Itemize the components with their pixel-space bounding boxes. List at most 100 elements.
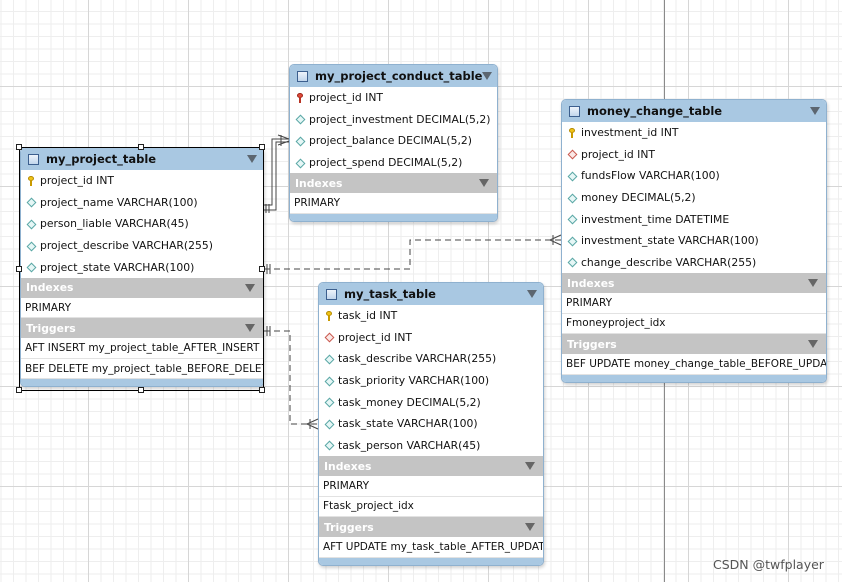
- table-footer: [562, 374, 826, 382]
- table-header[interactable]: my_project_conduct_table: [290, 65, 497, 87]
- column-icon: [323, 439, 335, 451]
- trigger-row[interactable]: BEF DELETE my_project_table_BEFORE_DELET…: [21, 359, 263, 380]
- table-header[interactable]: my_task_table: [319, 283, 543, 305]
- column-row[interactable]: task_person VARCHAR(45): [319, 435, 543, 457]
- column-row[interactable]: project_state VARCHAR(100): [21, 256, 263, 278]
- collapse-arrow-icon[interactable]: [808, 279, 818, 288]
- table-my-project-conduct-table[interactable]: my_project_conduct_table project_id INT pr…: [289, 64, 498, 222]
- trigger-row[interactable]: BEF UPDATE money_change_table_BEFORE_UPD…: [562, 354, 826, 375]
- selection-handle[interactable]: [259, 266, 265, 272]
- column-row[interactable]: project_name VARCHAR(100): [21, 192, 263, 214]
- column-row[interactable]: project_spend DECIMAL(5,2): [290, 152, 497, 174]
- column-row[interactable]: project_id INT: [21, 170, 263, 192]
- column-label: investment_id INT: [581, 126, 679, 140]
- collapse-arrow-icon[interactable]: [479, 179, 489, 188]
- column-label: task_money DECIMAL(5,2): [338, 395, 481, 409]
- collapse-arrow-icon[interactable]: [245, 283, 255, 292]
- column-icon: [294, 157, 306, 169]
- table-money-change-table[interactable]: money_change_table investment_id INT proje…: [561, 99, 827, 383]
- column-label: project_id INT: [309, 91, 384, 105]
- selection-handle[interactable]: [16, 387, 22, 393]
- indexes-section-header[interactable]: Indexes: [21, 277, 263, 298]
- triggers-section-header[interactable]: Triggers: [21, 318, 263, 339]
- index-row[interactable]: PRIMARY: [319, 476, 543, 497]
- collapse-arrow-icon[interactable]: [810, 107, 820, 115]
- column-row[interactable]: money DECIMAL(5,2): [562, 187, 826, 209]
- relationship-project-conduct[interactable]: [264, 134, 290, 213]
- column-row[interactable]: task_describe VARCHAR(255): [319, 348, 543, 370]
- column-row[interactable]: project_id INT: [290, 87, 497, 109]
- table-title: my_project_table: [46, 152, 157, 166]
- column-row[interactable]: project_describe VARCHAR(255): [21, 235, 263, 257]
- table-header[interactable]: money_change_table: [562, 100, 826, 122]
- collapse-arrow-icon[interactable]: [245, 324, 255, 333]
- table-icon: [326, 288, 337, 300]
- foreign-primary-key-icon: [294, 92, 306, 104]
- table-my-project-table[interactable]: my_project_table project_id INT project_na…: [20, 147, 264, 388]
- table-footer: [290, 213, 497, 221]
- relationship-project-task[interactable]: [264, 330, 318, 425]
- collapse-arrow-icon[interactable]: [525, 462, 535, 471]
- column-row[interactable]: task_money DECIMAL(5,2): [319, 391, 543, 413]
- column-row[interactable]: investment_state VARCHAR(100): [562, 230, 826, 252]
- selection-handle[interactable]: [138, 144, 144, 150]
- column-label: fundsFlow VARCHAR(100): [581, 169, 720, 183]
- column-row[interactable]: fundsFlow VARCHAR(100): [562, 165, 826, 187]
- column-icon: [566, 192, 578, 204]
- selection-handle[interactable]: [259, 387, 265, 393]
- selection-handle[interactable]: [138, 387, 144, 393]
- triggers-section-header[interactable]: Triggers: [319, 517, 543, 538]
- column-icon: [323, 396, 335, 408]
- relationship-project-money[interactable]: [264, 239, 561, 270]
- column-label: task_describe VARCHAR(255): [338, 352, 497, 366]
- selection-handle[interactable]: [16, 144, 22, 150]
- selection-handle[interactable]: [16, 266, 22, 272]
- indexes-section-header[interactable]: Indexes: [319, 456, 543, 477]
- indexes-section-header[interactable]: Indexes: [562, 273, 826, 294]
- column-label: investment_time DATETIME: [581, 212, 730, 226]
- collapse-arrow-icon[interactable]: [482, 72, 493, 80]
- column-icon: [566, 170, 578, 182]
- key-icon: [25, 175, 37, 187]
- section-label: Triggers: [567, 337, 617, 351]
- column-row[interactable]: investment_time DATETIME: [562, 208, 826, 230]
- column-label: project_id INT: [40, 174, 115, 188]
- column-label: project_investment DECIMAL(5,2): [309, 112, 491, 126]
- column-row[interactable]: investment_id INT: [562, 122, 826, 144]
- trigger-row[interactable]: AFT INSERT my_project_table_AFTER_INSERT: [21, 338, 263, 359]
- triggers-section-header[interactable]: Triggers: [562, 334, 826, 355]
- column-row[interactable]: task_state VARCHAR(100): [319, 413, 543, 435]
- collapse-arrow-icon[interactable]: [525, 523, 535, 532]
- collapse-arrow-icon[interactable]: [808, 340, 818, 349]
- column-row[interactable]: person_liable VARCHAR(45): [21, 213, 263, 235]
- column-label: project_state VARCHAR(100): [40, 260, 195, 274]
- column-row[interactable]: change_describe VARCHAR(255): [562, 252, 826, 274]
- column-row[interactable]: project_id INT: [562, 144, 826, 166]
- index-row[interactable]: PRIMARY: [562, 293, 826, 314]
- column-label: task_priority VARCHAR(100): [338, 374, 490, 388]
- trigger-row[interactable]: AFT UPDATE my_task_table_AFTER_UPDATE: [319, 537, 543, 558]
- column-row[interactable]: project_id INT: [319, 327, 543, 349]
- column-row[interactable]: task_priority VARCHAR(100): [319, 370, 543, 392]
- index-row[interactable]: Fmoneyproject_idx: [562, 314, 826, 335]
- table-header[interactable]: my_project_table: [21, 148, 263, 170]
- column-row[interactable]: task_id INT: [319, 305, 543, 327]
- table-icon: [569, 105, 580, 117]
- column-label: project_balance DECIMAL(5,2): [309, 134, 472, 148]
- selection-handle[interactable]: [259, 144, 265, 150]
- column-icon: [566, 213, 578, 225]
- collapse-arrow-icon[interactable]: [527, 290, 537, 298]
- section-label: Indexes: [295, 176, 343, 190]
- index-row[interactable]: PRIMARY: [290, 193, 497, 214]
- column-row[interactable]: project_investment DECIMAL(5,2): [290, 109, 497, 131]
- table-title: my_project_conduct_table: [315, 69, 483, 83]
- column-label: investment_state VARCHAR(100): [581, 234, 759, 248]
- column-icon: [323, 375, 335, 387]
- column-row[interactable]: project_balance DECIMAL(5,2): [290, 130, 497, 152]
- index-row[interactable]: PRIMARY: [21, 298, 263, 319]
- index-row[interactable]: Ftask_project_idx: [319, 497, 543, 518]
- collapse-arrow-icon[interactable]: [247, 155, 257, 163]
- indexes-section-header[interactable]: Indexes: [290, 173, 497, 194]
- key-icon: [566, 127, 578, 139]
